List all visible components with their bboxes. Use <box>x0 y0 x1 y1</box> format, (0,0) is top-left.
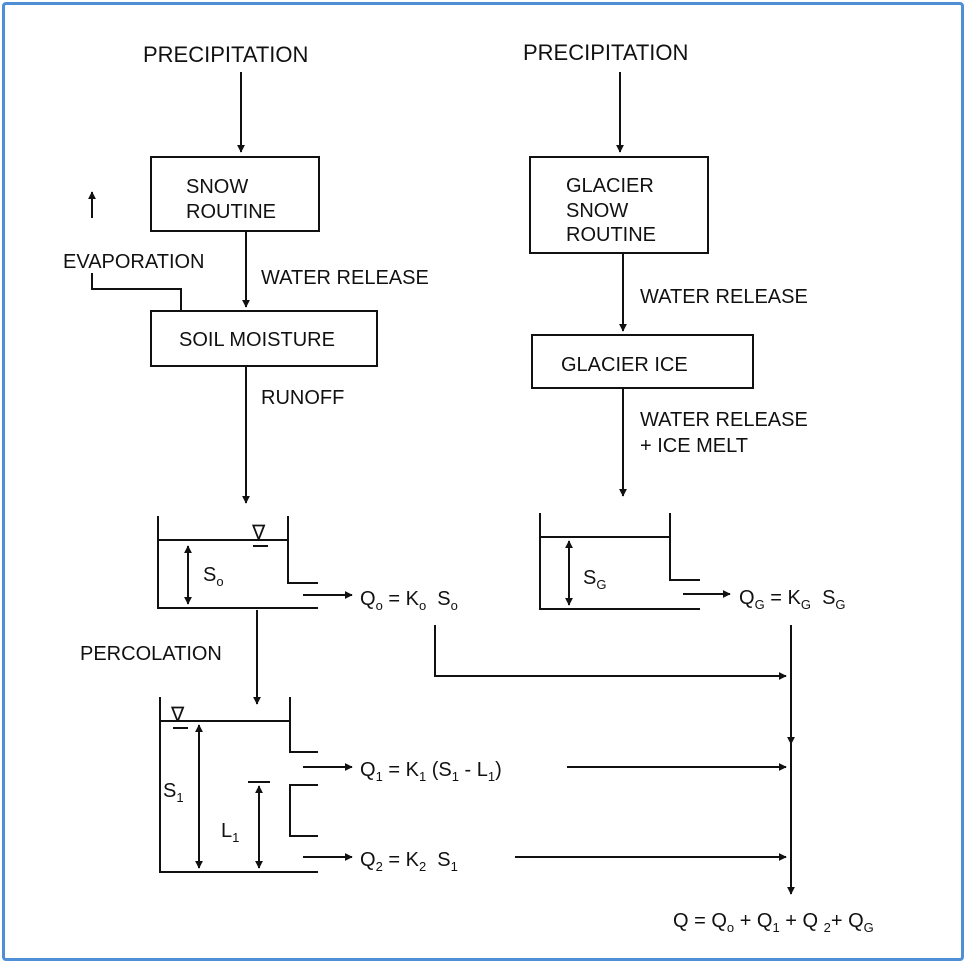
water-level-symbol-upper: ∇ <box>251 522 266 544</box>
q2-equation: Q2 = K2 S1 <box>360 849 458 874</box>
evaporation-label: EVAPORATION <box>63 251 205 273</box>
runoff-label: RUNOFF <box>261 387 344 409</box>
q0-equation: Qo = Ko So <box>360 588 458 613</box>
s1-label: S1 <box>163 780 184 805</box>
soil-moisture-label: SOIL MOISTURE <box>179 329 335 351</box>
water-release-label: WATER RELEASE <box>261 267 429 289</box>
qg-equation: QG = KG SG <box>739 587 846 612</box>
snow-routine-box <box>150 156 320 232</box>
snow-routine-label-2: ROUTINE <box>186 201 276 223</box>
soil-moisture-box <box>150 310 378 367</box>
evaporation-line <box>91 273 182 311</box>
upper-reservoir-tank <box>157 516 318 609</box>
glacier-snow-routine-box <box>529 156 709 254</box>
right-precipitation-label: PRECIPITATION <box>523 40 688 65</box>
q0-routing-line <box>434 625 787 680</box>
percolation-label: PERCOLATION <box>80 643 222 665</box>
glacier-ice-box <box>531 334 754 389</box>
water-release-ice-label: WATER RELEASE <box>640 409 808 431</box>
glacier-reservoir-right-wall <box>669 513 700 581</box>
lower-reservoir-right-wall <box>289 697 318 753</box>
glacier-snow-routine-label-3: ROUTINE <box>566 224 656 246</box>
total-discharge-equation: Q = Qo + Q1 + Q 2+ QG <box>673 910 874 935</box>
lower-reservoir-outlet-wall <box>289 784 318 837</box>
glacier-water-release-label: WATER RELEASE <box>640 286 808 308</box>
left-precipitation-label: PRECIPITATION <box>143 42 308 67</box>
q1-equation: Q1 = K1 (S1 - L1) <box>360 759 502 784</box>
lower-reservoir-tank <box>159 697 318 873</box>
glacier-snow-routine-label-2: SNOW <box>566 200 628 222</box>
glacier-ice-label: GLACIER ICE <box>561 354 688 376</box>
s0-label: So <box>203 564 224 589</box>
water-level-symbol-lower: ∇ <box>170 704 185 726</box>
glacier-reservoir-tank <box>539 513 700 610</box>
glacier-snow-routine-label-1: GLACIER <box>566 175 654 197</box>
sg-label: SG <box>583 567 606 592</box>
ice-melt-label: + ICE MELT <box>640 435 748 457</box>
upper-reservoir-right-wall <box>287 516 318 584</box>
l1-label: L1 <box>221 820 239 845</box>
snow-routine-label-1: SNOW <box>186 176 248 198</box>
